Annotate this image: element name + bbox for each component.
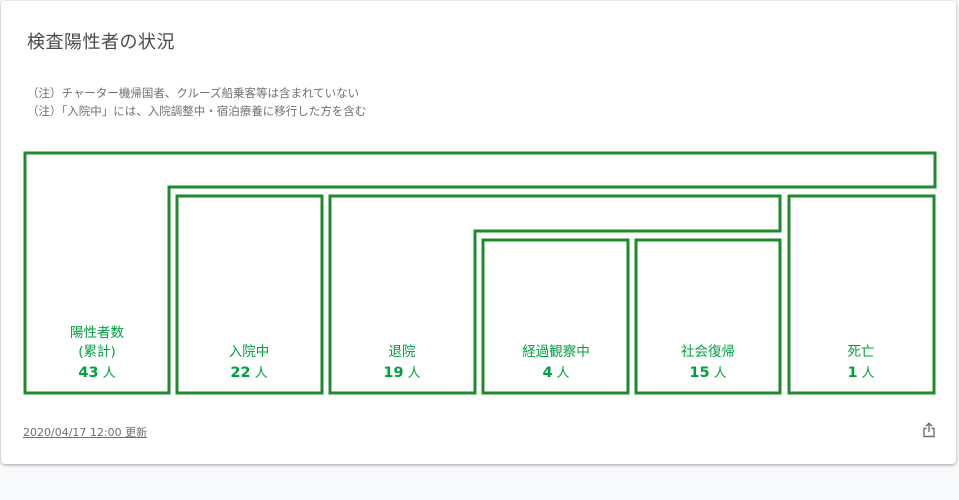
- returned-unit: 人: [714, 366, 727, 381]
- observation-unit: 人: [557, 366, 570, 381]
- observation-box: [481, 238, 630, 395]
- positive-sublabel: (累計): [78, 344, 116, 360]
- returned-label: 社会復帰: [681, 343, 735, 360]
- hospitalized-value: 22: [230, 365, 250, 381]
- positive-value: 43: [78, 365, 98, 381]
- updated-timestamp-link[interactable]: 2020/04/17 12:00 更新: [23, 426, 148, 439]
- hospitalized-box: [175, 194, 324, 395]
- returned-value-text: 15 人: [689, 365, 726, 381]
- share-icon[interactable]: [921, 422, 937, 438]
- death-unit: 人: [862, 366, 875, 381]
- discharged-label: 退院: [389, 344, 416, 360]
- returned-value: 15: [689, 365, 709, 381]
- discharged-value-text: 19 人: [383, 365, 420, 381]
- positive-value-text: 43 人: [78, 365, 115, 381]
- notes-list: （注）チャーター機帰国者、クルーズ船乗客等は含まれていない （注）「入院中」には…: [27, 84, 366, 120]
- death-value: 1: [847, 365, 857, 381]
- death-label: 死亡: [848, 344, 875, 360]
- positive-label: 陽性者数: [70, 325, 124, 341]
- death-box: [787, 194, 936, 395]
- hospitalized-value-text: 22 人: [230, 365, 267, 381]
- discharged-unit: 人: [408, 366, 421, 381]
- returned-box: [634, 238, 782, 395]
- positive-unit: 人: [103, 366, 116, 381]
- share-icon-graphic: [923, 422, 935, 438]
- observation-label: 経過観察中: [522, 343, 590, 360]
- note-item: （注）「入院中」には、入院調整中・宿泊療養に移行した方を含む: [27, 104, 367, 118]
- hospitalized-label: 入院中: [229, 344, 270, 360]
- card-title: 検査陽性者の状況: [27, 32, 175, 53]
- observation-value: 4: [542, 365, 552, 381]
- hospitalized-unit: 人: [255, 366, 268, 381]
- note-item: （注）チャーター機帰国者、クルーズ船乗客等は含まれていない: [27, 86, 360, 100]
- discharged-value: 19: [383, 365, 403, 381]
- discharged-box: [328, 194, 782, 395]
- positive-box: [23, 151, 937, 395]
